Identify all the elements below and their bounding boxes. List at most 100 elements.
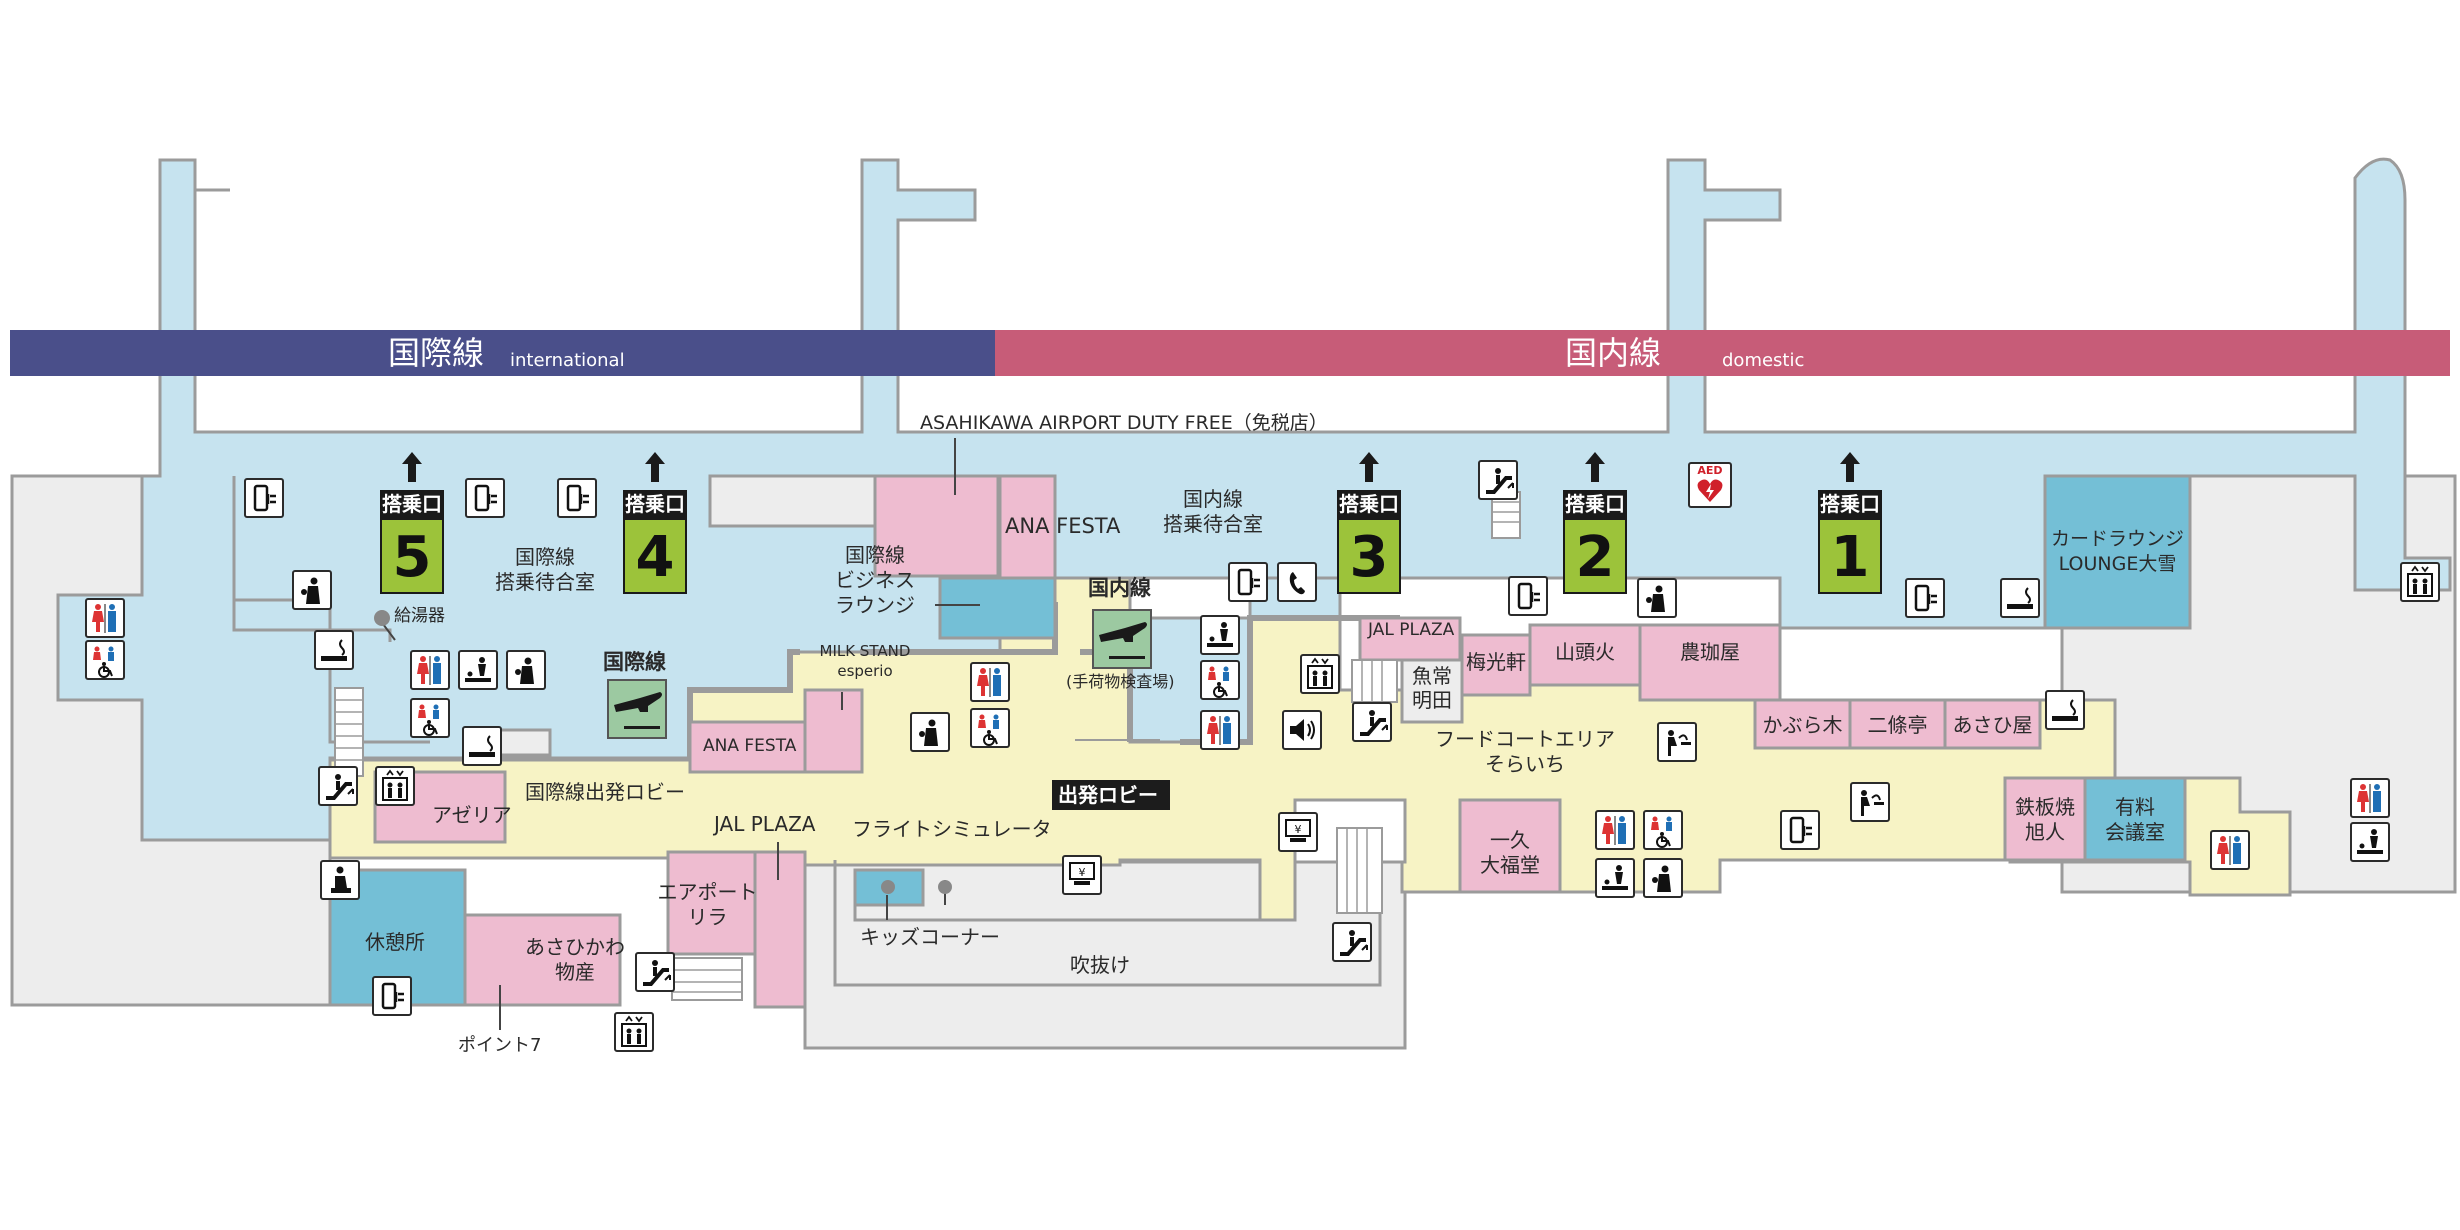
leader-lines [379, 438, 980, 1030]
multipurpose-restroom-icon [1643, 810, 1683, 850]
arrow-up-icon [1359, 452, 1379, 482]
nursing-room-icon [292, 570, 332, 610]
label-meeting-room-2: 会議室 [2105, 820, 2165, 844]
security-walls [687, 602, 1400, 758]
escalator-icon [1332, 922, 1372, 962]
stair-lines [335, 501, 1520, 993]
atm-icon: ¥ [1278, 812, 1318, 852]
restroom-icon [970, 662, 1010, 702]
label-intl-departure-lobby: 国際線出発ロビー [525, 780, 685, 804]
gate-number: 5 [380, 518, 444, 594]
label-dom-waiting-2: 搭乗待合室 [1163, 512, 1263, 536]
arrow-up-icon [402, 452, 422, 482]
banner-international-en: international [510, 350, 625, 371]
banner-international-jp: 国際線 [388, 334, 485, 372]
escalator-icon [635, 952, 675, 992]
nursing-room-icon [506, 650, 546, 690]
intl-waiting-wall [234, 598, 430, 744]
aed-label: AED [1697, 464, 1723, 477]
kids-corner-fence [853, 905, 1297, 922]
label-flight-sim: フライトシミュレータ [852, 817, 1052, 841]
drinking-fountain-icon [1850, 782, 1890, 822]
label-noukouya: 農珈屋 [1680, 640, 1740, 664]
label-baikouken: 梅光軒 [1466, 650, 1526, 674]
label-kids-corner: キッズコーナー [860, 925, 1000, 949]
card-lounge [2043, 474, 2192, 630]
label-milk-stand-2: esperio [837, 662, 893, 680]
baby-changing-icon [1200, 615, 1240, 655]
elevator-icon [2400, 562, 2440, 602]
escalator-icon [1352, 702, 1392, 742]
label-meeting-room-1: 有料 [2115, 795, 2155, 819]
smartphone-charge-icon [1228, 562, 1268, 602]
stairs [334, 491, 1521, 1001]
label-baggage-check: (手荷物検査場) [1066, 672, 1175, 691]
label-intl-gate: 国際線 [603, 650, 666, 674]
label-card-lounge-2: LOUNGE大雪 [2058, 553, 2177, 575]
shop-milk-stand [803, 688, 864, 774]
label-intl-waiting-2: 搭乗待合室 [495, 570, 595, 594]
shop-teppanyaki [2003, 776, 2087, 862]
label-azalea: アゼリア [432, 803, 512, 827]
phone-icon [1277, 562, 1317, 602]
gate-number: 1 [1818, 518, 1882, 594]
label-food-court-2: そらいち [1485, 752, 1565, 776]
label-atrium: 吹抜け [1070, 953, 1130, 977]
label-food-court-1: フードコートエリア [1435, 727, 1615, 751]
shop-ikkyu [1458, 798, 1562, 894]
gate-3: 搭乗口 3 [1337, 452, 1401, 594]
label-biz-lounge-1: 国際線 [845, 543, 905, 567]
intl-wall-2 [232, 476, 392, 642]
label-dom-waiting-1: 国内線 [1183, 487, 1243, 511]
arrow-up-icon [645, 452, 665, 482]
gate-1: 搭乗口 1 [1818, 452, 1882, 594]
smoking-area-icon [2045, 690, 2085, 730]
grey-block-top [708, 474, 877, 528]
smartphone-charge-icon [372, 976, 412, 1016]
label-ana-festa-bottom: ANA FESTA [703, 736, 797, 756]
shop-ana-festa-bottom [688, 720, 807, 774]
label-milk-stand-1: MILK STAND [819, 642, 911, 660]
multipurpose-restroom-icon [410, 698, 450, 738]
escalator-icon [318, 766, 358, 806]
label-ana-festa-top: ANA FESTA [1005, 514, 1121, 538]
smartphone-charge-icon [465, 478, 505, 518]
gate-label: 搭乗口 [623, 490, 687, 518]
nursing-room-icon [910, 712, 950, 752]
banner-domestic-en: domestic [1722, 350, 1805, 371]
hot-water-dot [374, 610, 390, 626]
multipurpose-restroom-icon [1200, 660, 1240, 700]
smartphone-charge-icon [557, 478, 597, 518]
gate-label: 搭乗口 [1818, 490, 1882, 518]
label-teppanyaki-1: 鉄板焼 [2015, 795, 2075, 819]
baby-changing-icon [2350, 822, 2390, 862]
label-asahikawa-bussan-2: 物産 [555, 960, 595, 984]
label-airport-lira-2: リラ [687, 905, 728, 929]
elevator-icon [375, 766, 415, 806]
smartphone-charge-icon [1780, 810, 1820, 850]
label-kaburagi: かぶら木 [1762, 713, 1843, 737]
shop-noukouya [1638, 623, 1782, 702]
banner-international-bar [10, 330, 995, 376]
gate-5: 搭乗口 5 [380, 452, 444, 594]
shop-asahikawa-bussan [463, 913, 622, 1007]
gate-2: 搭乗口 2 [1563, 452, 1627, 594]
shop-jal-plaza-top [1358, 616, 1462, 662]
restroom-icon [2210, 830, 2250, 870]
restroom-icon [1595, 810, 1635, 850]
restroom-icon [1200, 710, 1240, 750]
escalator-icon [1478, 460, 1518, 500]
label-departure-lobby: 出発ロビー [1058, 783, 1158, 807]
speaker-icon [1282, 710, 1322, 750]
shop-airport-lira [666, 850, 757, 956]
svg-text:¥: ¥ [1079, 866, 1086, 879]
restroom-icon [2350, 778, 2390, 818]
drinking-fountain-icon [1657, 722, 1697, 762]
label-hot-water: 給湯器 [394, 606, 445, 626]
label-nijoutei: 二條亭 [1867, 713, 1928, 737]
arrow-up-icon [1585, 452, 1605, 482]
label-ikkyu-1: 一久 [1490, 828, 1530, 852]
gate-number: 2 [1563, 518, 1627, 594]
label-jal-plaza-bottom: JAL PLAZA [714, 812, 816, 836]
